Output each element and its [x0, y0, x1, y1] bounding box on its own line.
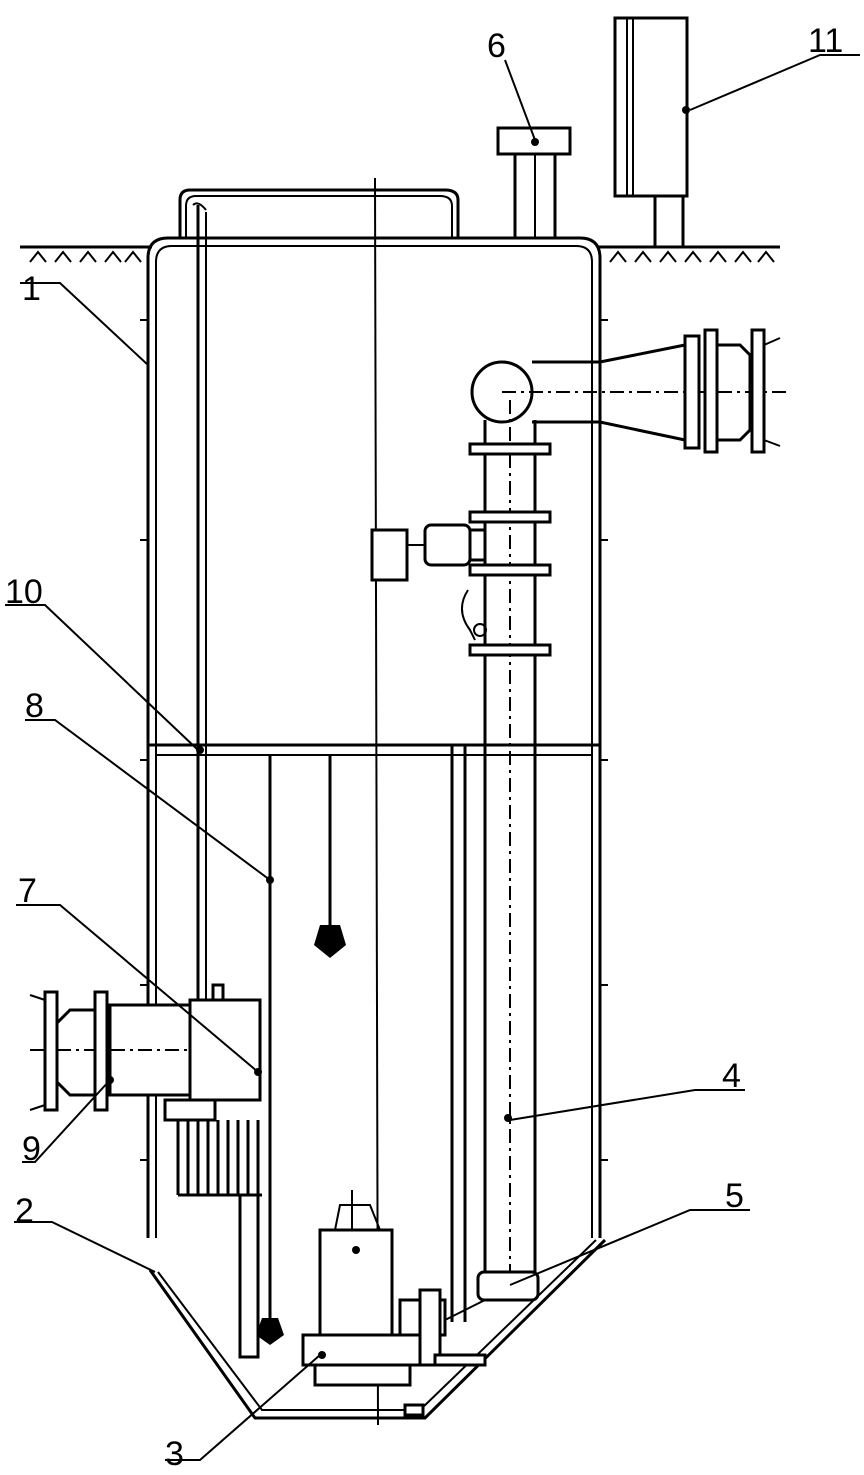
ground-surface	[20, 245, 780, 263]
callout-6: 6	[487, 27, 506, 65]
callout-10: 10	[5, 573, 43, 611]
left-inner-pipe	[192, 202, 207, 1112]
leader-4	[509, 1089, 745, 1121]
leader-6	[504, 59, 536, 141]
callout-5: 5	[725, 1177, 744, 1215]
inlet-pipe	[29, 990, 192, 1112]
leader-10	[5, 604, 199, 751]
callout-1: 1	[22, 270, 41, 308]
callout-9: 9	[22, 1130, 41, 1168]
tank-shell	[140, 236, 608, 1420]
callout-7: 7	[18, 872, 37, 910]
center-axis-line	[374, 177, 379, 1426]
platform	[148, 743, 600, 756]
leader-2	[14, 1221, 156, 1273]
leader-11	[689, 54, 860, 111]
leader-3	[165, 1354, 321, 1461]
control-cabinet	[613, 16, 690, 249]
top-cover	[178, 188, 460, 238]
guide-rails	[450, 745, 467, 1322]
callout-11: 11	[808, 22, 843, 60]
callout-2: 2	[15, 1192, 34, 1230]
leader-8	[25, 719, 271, 881]
float-switches	[256, 755, 346, 1345]
leader-lines	[5, 54, 860, 1461]
leader-9	[22, 1079, 111, 1163]
leader-1	[20, 282, 149, 366]
valve-assembly	[370, 523, 487, 641]
discharge-elbow	[470, 328, 790, 454]
leader-7	[16, 904, 259, 1073]
submersible-pump	[301, 1190, 487, 1417]
callout-4: 4	[722, 1057, 741, 1095]
leader-5	[509, 1209, 750, 1286]
strainer-basket	[163, 983, 262, 1359]
vent-pipe	[496, 126, 572, 240]
callout-3: 3	[165, 1435, 184, 1473]
callout-8: 8	[25, 687, 44, 725]
